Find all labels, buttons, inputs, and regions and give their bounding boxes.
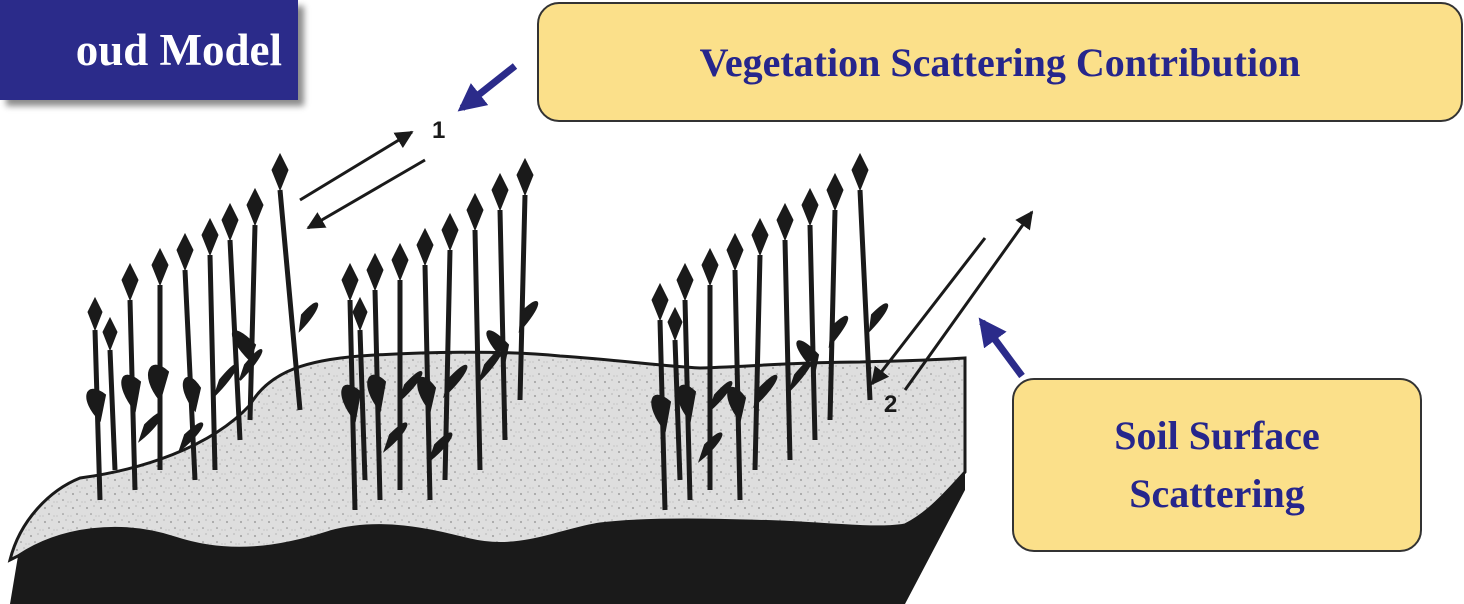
marker-1-label: 1 (432, 117, 445, 144)
incident-arrow-1 (300, 132, 412, 200)
soil-scattering-callout: Soil Surface Scattering (1012, 378, 1422, 552)
marker-2-label: 2 (884, 391, 897, 418)
vegetation-callout-text: Vegetation Scattering Contribution (700, 39, 1301, 86)
page-title: oud Model (0, 0, 298, 100)
soil-callout-line2: Scattering (1129, 465, 1305, 523)
scattered-arrow-1 (308, 160, 425, 228)
vegetation-pointer-arrow (462, 66, 515, 108)
vegetation-scatter-arrows (300, 132, 425, 228)
vegetation-scattering-callout: Vegetation Scattering Contribution (537, 2, 1463, 122)
soil-callout-line1: Soil Surface (1114, 407, 1320, 465)
title-text: oud Model (76, 24, 282, 76)
soil-pointer-arrow (982, 322, 1022, 376)
